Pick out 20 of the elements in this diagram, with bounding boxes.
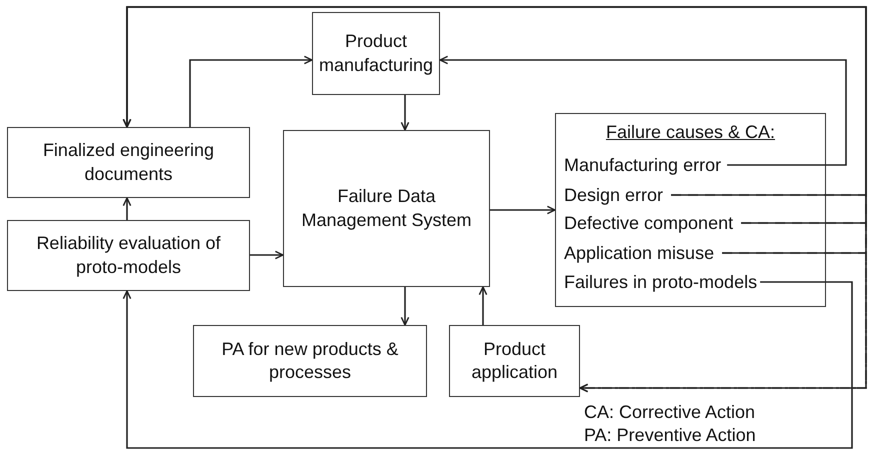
arrow — [189, 56, 313, 127]
panel-heading: Failure causes & CA: — [604, 122, 776, 143]
process-box: Finalized engineering documents — [7, 127, 250, 198]
abbreviation-note: CA: Corrective Action — [584, 401, 756, 423]
abbreviation-note: PA: Preventive Action — [584, 424, 756, 446]
arrow — [490, 206, 556, 214]
process-box: Product application — [449, 325, 580, 397]
dashed-arrow — [579, 252, 867, 392]
arrow — [439, 56, 847, 166]
arrow — [400, 287, 410, 326]
process-box: PA for new products & processes — [193, 325, 427, 397]
process-box: Failure Data Management System — [283, 130, 490, 287]
arrow — [400, 95, 410, 131]
arrow — [122, 281, 853, 449]
arrow — [122, 197, 132, 220]
failure-causes-panel — [555, 113, 826, 307]
process-box: Reliability evaluation of proto-models — [7, 220, 250, 291]
process-box: Product manufacturing — [312, 12, 440, 95]
arrow — [478, 286, 488, 325]
arrow — [250, 250, 284, 260]
